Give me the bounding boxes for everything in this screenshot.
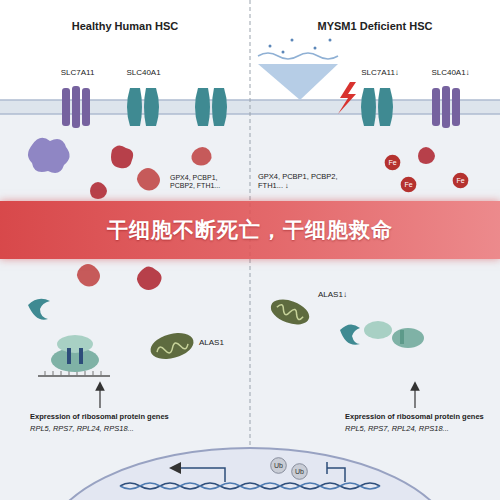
ion-symbol: Fe <box>404 181 412 189</box>
ion-symbol: Fe <box>456 177 464 185</box>
title-banner: 干细胞不断死亡，干细胞救命 <box>0 201 500 259</box>
expression-note: Expression of ribosomal protein genes <box>345 412 495 421</box>
panel-title: Healthy Human HSC <box>25 20 225 33</box>
ion-symbol: Ub <box>274 462 283 470</box>
ubiquitin: Ub <box>270 457 287 474</box>
iron-ion: Fe <box>400 176 417 193</box>
ubiquitin: Ub <box>291 463 308 480</box>
gene-label: ALAS1↓ <box>318 290 363 300</box>
gene-list: GPX4, PCBP1, PCBP2, FTH1... ↓ <box>258 172 338 190</box>
nucleus <box>45 448 455 500</box>
gene-label: SLC40A1 <box>116 68 171 78</box>
extracellular-funnel <box>258 39 338 101</box>
mitochondrion <box>267 295 312 329</box>
gene-list: GPX4, PCBP1, PCBP2, FTH1... <box>170 174 242 191</box>
slc40a1-transporter <box>432 86 460 128</box>
gene-list: RPL5, RPS7, RPL24, RPS18... <box>345 424 495 433</box>
banner-text: 干细胞不断死亡，干细胞救命 <box>107 218 393 241</box>
gene-list: RPL5, RPS7, RPL24, RPS18... <box>30 424 190 433</box>
gene-label: SLC40A1↓ <box>418 68 483 78</box>
ion-symbol: Fe <box>388 159 396 167</box>
gene-label: SLC7A11 <box>50 68 105 78</box>
panel-title: MYSM1 Deficient HSC <box>275 20 475 33</box>
ion-symbol: Ub <box>295 468 304 476</box>
ribosome-on-mrna <box>38 335 110 376</box>
ribosome-subunits <box>364 321 424 348</box>
gene-label: ALAS1 <box>199 338 239 348</box>
slc40a1-transporter <box>127 88 159 126</box>
slc7a11-transporter <box>62 86 90 128</box>
iron-ion: Fe <box>384 154 401 171</box>
expression-note: Expression of ribosomal protein genes <box>30 412 190 421</box>
dna <box>120 462 380 489</box>
up-arrow <box>414 386 415 408</box>
transporter <box>195 88 227 126</box>
iron-ion: Fe <box>452 172 469 189</box>
mitochondrion <box>148 329 197 364</box>
slc7a11-transporter <box>361 88 393 126</box>
lightning-bolt <box>338 82 356 114</box>
up-arrow <box>99 386 100 408</box>
gene-label: SLC7A11↓ <box>350 68 410 78</box>
